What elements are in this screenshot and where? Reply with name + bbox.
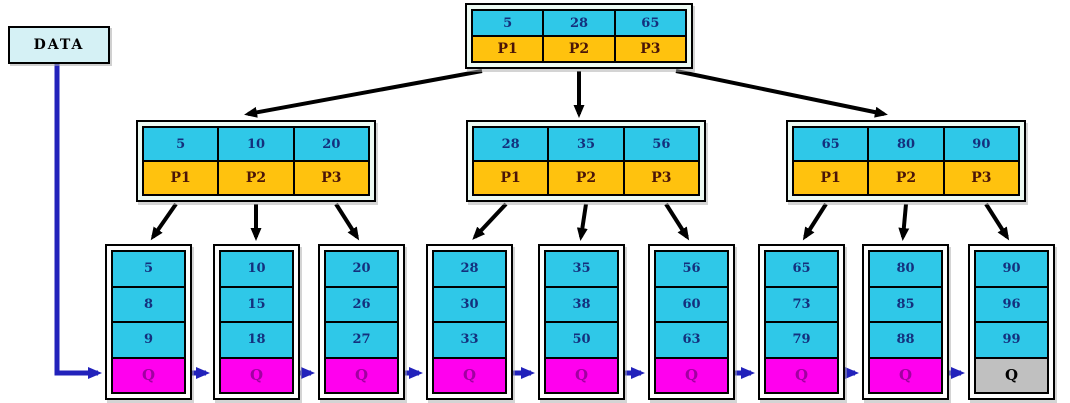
leaf-value: 65 [766,252,837,286]
leaf-value: 30 [434,287,505,321]
leaf-value: 27 [326,323,397,357]
leaf-value: 96 [976,287,1047,321]
internal-pointer: P2 [549,162,623,194]
leaf-block: 90 96 99 Q [968,244,1055,400]
leaf-value: 5 [113,252,184,286]
internal-to-leaf-arrows [150,202,1010,241]
internal-node-grid: 5 10 20 P1 P2 P3 [142,126,370,196]
internal-key: 80 [869,128,943,160]
internal-node: 28 35 56 P1 P2 P3 [466,120,706,202]
leaf-block-grid: 35 38 50 Q [544,250,619,394]
leaf-value: 18 [221,323,292,357]
internal-key: 10 [219,128,293,160]
leaf-value: 20 [326,252,397,286]
leaf-value: 56 [656,252,727,286]
leaf-block: 56 60 63 Q [648,244,735,400]
leaf-block-grid: 80 85 88 Q [868,250,943,394]
internal-pointer: P3 [294,162,368,194]
leaf-value: 90 [976,252,1047,286]
internal-node: 5 10 20 P1 P2 P3 [136,120,376,202]
root-key: 28 [544,11,614,35]
internal-pointer: P1 [794,162,868,194]
internal-pointer: P1 [144,162,218,194]
internal-pointer: P2 [869,162,943,194]
internal-key: 65 [794,128,868,160]
root-pointer: P1 [473,37,543,61]
leaf-block: 65 73 79 Q [758,244,845,400]
internal-node: 65 80 90 P1 P2 P3 [786,120,1026,202]
leaf-block-grid: 5 8 9 Q [111,250,186,394]
internal-key: 35 [549,128,623,160]
leaf-block-grid: 65 73 79 Q [764,250,839,394]
leaf-value: 79 [766,323,837,357]
leaf-value: 80 [870,252,941,286]
leaf-value: 10 [221,252,292,286]
leaf-value: 50 [546,323,617,357]
root-key: 65 [615,11,685,35]
internal-key: 56 [624,128,698,160]
leaf-block: 20 26 27 Q [318,244,405,400]
internal-node-grid: 28 35 56 P1 P2 P3 [472,126,700,196]
leaf-value: 28 [434,252,505,286]
leaf-value: 26 [326,287,397,321]
leaf-queue-cell: Q [976,358,1047,392]
internal-pointer: P3 [944,162,1018,194]
leaf-value: 60 [656,287,727,321]
leaf-queue-cell: Q [434,358,505,392]
leaf-value: 85 [870,287,941,321]
leaf-block-grid: 90 96 99 Q [974,250,1049,394]
leaf-value: 35 [546,252,617,286]
leaf-value: 73 [766,287,837,321]
leaf-value: 88 [870,323,941,357]
leaf-value: 15 [221,287,292,321]
internal-pointer: P1 [474,162,548,194]
leaf-value: 99 [976,323,1047,357]
leaf-block: 28 30 33 Q [426,244,513,400]
root-node-grid: 5 28 65 P1 P2 P3 [471,9,687,63]
internal-key: 28 [474,128,548,160]
leaf-value: 38 [546,287,617,321]
leaf-block-grid: 56 60 63 Q [654,250,729,394]
root-pointer: P2 [544,37,614,61]
leaf-block: 5 8 9 Q [105,244,192,400]
internal-key: 20 [294,128,368,160]
leaf-queue-cell: Q [546,358,617,392]
data-box-label: DATA [33,37,85,53]
leaf-block: 80 85 88 Q [862,244,949,400]
internal-key: 5 [144,128,218,160]
internal-key: 90 [944,128,1018,160]
leaf-value: 63 [656,323,727,357]
leaf-block-grid: 20 26 27 Q [324,250,399,394]
data-box: DATA [8,26,110,64]
leaf-block: 10 15 18 Q [213,244,300,400]
leaf-queue-cell: Q [766,358,837,392]
leaf-queue-cell: Q [326,358,397,392]
internal-pointer: P3 [624,162,698,194]
root-pointer: P3 [615,37,685,61]
root-key: 5 [473,11,543,35]
leaf-queue-cell: Q [113,358,184,392]
internal-pointer: P2 [219,162,293,194]
leaf-value: 9 [113,323,184,357]
leaf-queue-cell: Q [870,358,941,392]
leaf-queue-cell: Q [221,358,292,392]
root-node: 5 28 65 P1 P2 P3 [465,3,693,69]
root-to-internal-arrows [244,69,888,118]
leaf-block-grid: 28 30 33 Q [432,250,507,394]
leaf-value: 8 [113,287,184,321]
leaf-value: 33 [434,323,505,357]
leaf-queue-cell: Q [656,358,727,392]
data-to-leaf-arrow [54,62,102,379]
internal-node-grid: 65 80 90 P1 P2 P3 [792,126,1020,196]
leaf-block: 35 38 50 Q [538,244,625,400]
leaf-block-grid: 10 15 18 Q [219,250,294,394]
